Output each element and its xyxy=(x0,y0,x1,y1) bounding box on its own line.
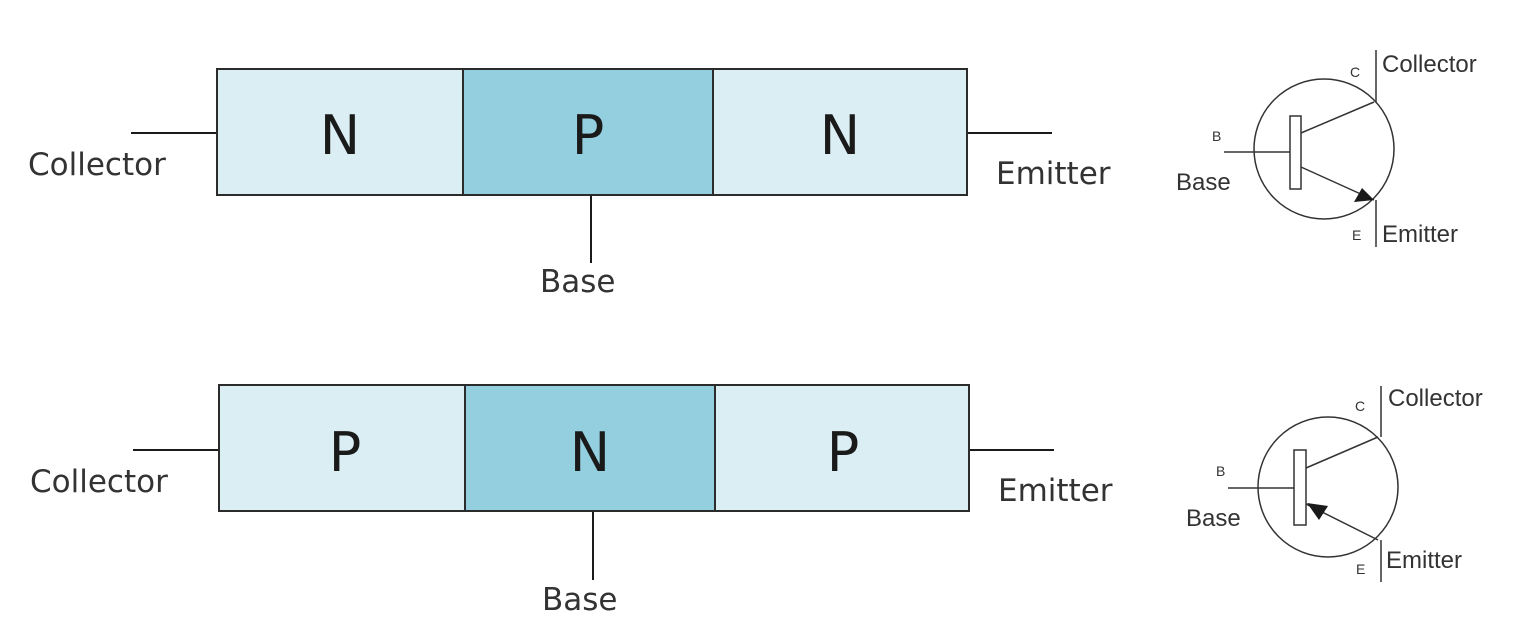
pnp-symbol-base-bar xyxy=(1293,449,1307,526)
npn-collector-label: Collector xyxy=(28,147,166,183)
pnp-symbol-collector-path xyxy=(1305,436,1379,469)
npn-symbol-arrow xyxy=(1354,188,1374,202)
pnp-symbol-circle xyxy=(1257,416,1399,558)
npn-symbol-base-bar xyxy=(1289,115,1302,190)
npn-emitter-label: Emitter xyxy=(996,156,1111,192)
pnp-symbol-b-letter: B xyxy=(1216,463,1225,479)
pnp-symbol-c-letter: C xyxy=(1355,398,1365,414)
pnp-base-region xyxy=(464,384,716,512)
pnp-collector-region xyxy=(218,384,466,512)
pnp-symbol xyxy=(1228,386,1399,582)
npn-layer-2-label: P xyxy=(572,104,605,167)
npn-emitter-region xyxy=(712,68,968,196)
pnp-layer-diagram: P N P Collector Emitter Base xyxy=(30,384,1113,618)
npn-symbol-e-letter: E xyxy=(1352,227,1361,243)
pnp-symbol-arrow xyxy=(1307,503,1328,520)
pnp-emitter-region xyxy=(714,384,970,512)
npn-symbol-base-label: Base xyxy=(1176,169,1231,196)
pnp-symbol-collector-label: Collector xyxy=(1388,385,1483,412)
pnp-collector-label: Collector xyxy=(30,464,168,500)
npn-symbol-collector-path xyxy=(1300,101,1375,134)
npn-collector-region xyxy=(216,68,464,196)
pnp-base-label: Base xyxy=(542,582,618,618)
npn-base-region xyxy=(462,68,714,196)
pnp-symbol-e-letter: E xyxy=(1356,561,1365,577)
pnp-symbol-base-label: Base xyxy=(1186,505,1241,532)
pnp-emitter-label: Emitter xyxy=(998,473,1113,509)
pnp-layer-3-label: P xyxy=(827,421,860,484)
pnp-layer-2-label: N xyxy=(570,421,610,484)
npn-layer-3-label: N xyxy=(820,104,860,167)
npn-symbol-b-letter: B xyxy=(1212,128,1221,144)
npn-symbol xyxy=(1224,50,1395,247)
npn-base-label: Base xyxy=(540,264,616,300)
npn-symbol-c-letter: C xyxy=(1350,64,1360,80)
npn-symbol-circle xyxy=(1253,78,1395,220)
npn-symbol-emitter-label: Emitter xyxy=(1382,221,1458,248)
pnp-layer-1-label: P xyxy=(329,421,362,484)
pnp-symbol-emitter-label: Emitter xyxy=(1386,547,1462,574)
npn-layer-1-label: N xyxy=(320,104,360,167)
npn-symbol-collector-label: Collector xyxy=(1382,51,1477,78)
npn-layer-diagram: N P N Collector Emitter Base xyxy=(28,68,1111,300)
